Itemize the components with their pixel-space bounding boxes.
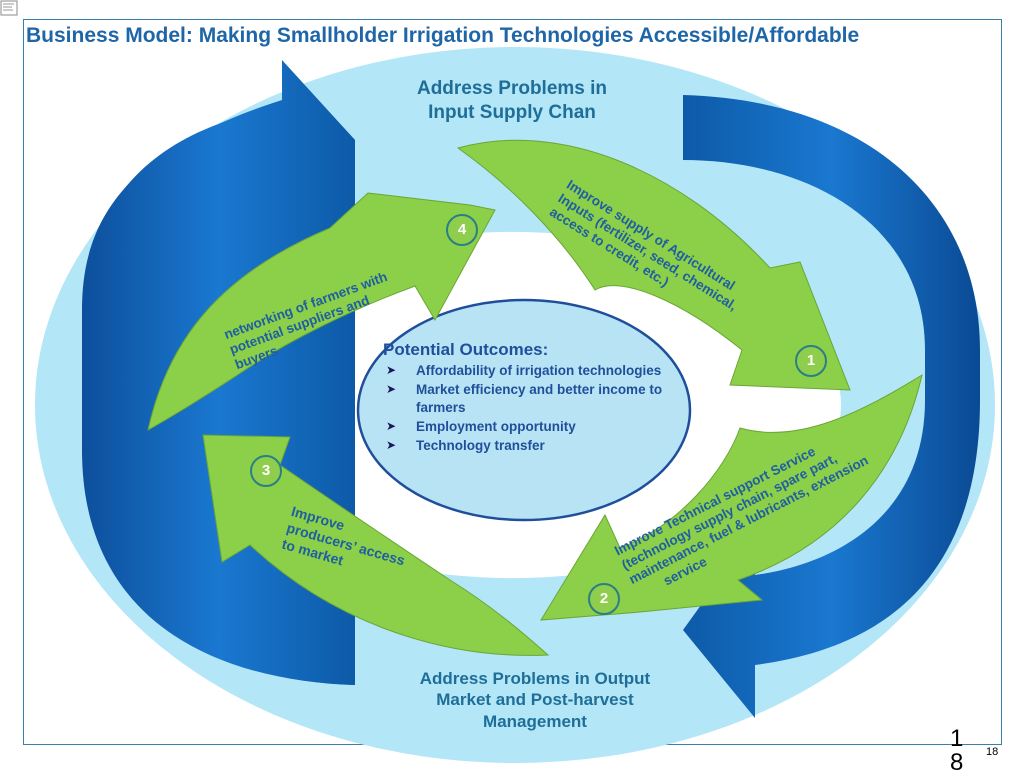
page-number: 18: [986, 746, 999, 758]
step-number-3: 3: [250, 455, 282, 487]
step-number-1: 1: [795, 345, 827, 377]
green-arrow-1: [456, 139, 851, 391]
green-arrow-4: [147, 192, 496, 431]
outcomes-list: ➤ Affordability of irrigation technologie…: [383, 362, 683, 455]
bottom-header-line-2: Market and Post-harvest: [436, 690, 634, 710]
step-number-2: 2: [588, 583, 620, 615]
top-header-line-2: Input Supply Chan: [428, 101, 596, 123]
bottom-header-line-3: Management: [483, 711, 587, 731]
potential-outcomes: Potential Outcomes: ➤ Affordability of ir…: [383, 340, 683, 455]
top-header: Address Problems in Input Supply Chan: [376, 77, 648, 125]
left-blue-cycle-arrow-body: [82, 60, 355, 685]
arrow-bullet-icon: ➤: [386, 437, 397, 452]
outcome-item: ➤ Market efficiency and better income to …: [383, 381, 683, 418]
outcomes-title: Potential Outcomes:: [383, 340, 549, 359]
outcome-item: ➤ Employment opportunity: [383, 418, 683, 437]
outcome-text: Employment opportunity: [416, 418, 576, 434]
right-blue-cycle-arrow-body: [683, 95, 980, 718]
outcome-item: ➤ Technology transfer: [383, 437, 683, 456]
outcome-text: Technology transfer: [416, 437, 545, 453]
green-arrow-2: [540, 373, 923, 621]
outcome-item: ➤ Affordability of irrigation technologie…: [383, 362, 683, 381]
slide-title: Business Model: Making Smallholder Irrig…: [26, 24, 860, 47]
arrow-bullet-icon: ➤: [386, 363, 397, 377]
step-number-4: 4: [446, 214, 478, 246]
top-header-line-1: Address Problems in: [416, 78, 608, 99]
arrow-bullet-icon: ➤: [386, 381, 397, 396]
bottom-header: Address Problems in Output Market and Po…: [385, 668, 685, 732]
outcomes-ellipse: [356, 298, 692, 522]
green-arrow-3: [202, 434, 550, 656]
slide-thumbnail-icon: [0, 0, 18, 16]
outcome-text: Affordability of irrigation technologies: [416, 363, 662, 378]
bottom-header-line-1: Address Problems in Output: [419, 669, 651, 688]
arrow-bullet-icon: ➤: [386, 418, 397, 433]
outcome-text: Market efficiency and better income to f…: [416, 381, 663, 416]
